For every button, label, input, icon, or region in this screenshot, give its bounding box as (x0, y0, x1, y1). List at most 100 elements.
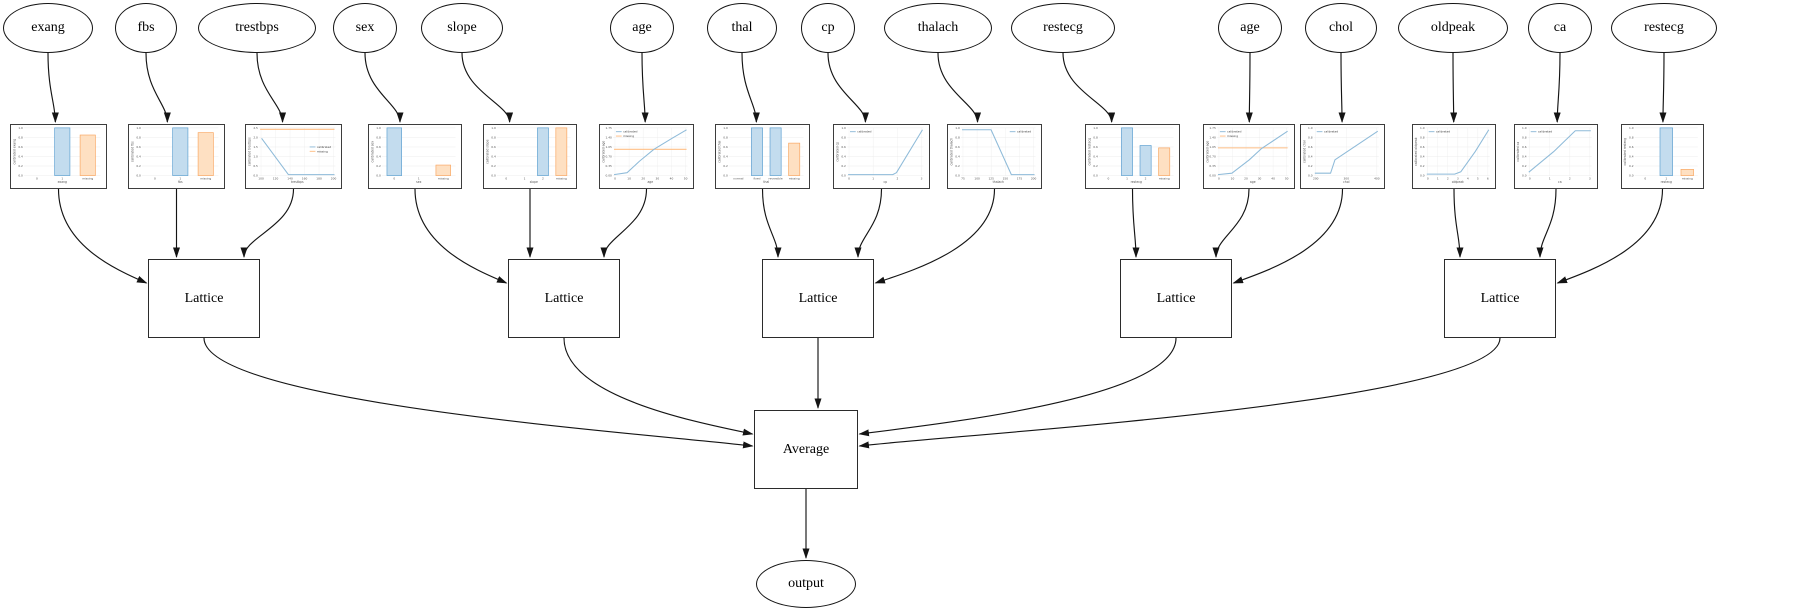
calibrated-line (1426, 129, 1490, 175)
feature-label: cp (821, 20, 835, 35)
y-tick-label: 0.70 (605, 155, 612, 159)
x-tick-label: 0 (1427, 177, 1429, 181)
x-tick-label: 1 (1126, 177, 1128, 181)
y-tick-label: 0.2 (1629, 164, 1634, 168)
y-tick-label: 0.8 (1308, 135, 1313, 139)
calibrated-line (261, 138, 335, 176)
x-tick-label: 2 (1447, 177, 1449, 181)
feature-node-thalach: thalach (884, 3, 992, 53)
feature-label: exang (31, 20, 65, 35)
x-tick-label: 2 (542, 177, 544, 181)
lattice-box: Lattice (1444, 259, 1556, 338)
edge-arrow (937, 52, 982, 123)
y-axis-label: calibrated fbs (131, 141, 135, 162)
lattice-label: Lattice (1480, 290, 1520, 306)
y-tick-label: 0.0 (1522, 174, 1527, 178)
missing-bar (435, 164, 451, 176)
y-tick-label: 1.0 (723, 126, 728, 130)
missing-bar (1158, 147, 1171, 176)
edge-arrow (1450, 52, 1458, 123)
x-tick-label: 40 (670, 177, 674, 181)
y-tick-label: 0.2 (1420, 164, 1425, 168)
y-tick-label: 0.2 (136, 164, 141, 168)
calibrated-line (1314, 130, 1379, 174)
x-tick-label: 0 (848, 177, 850, 181)
lattice-box: Lattice (762, 259, 874, 338)
x-tick-label: 20 (641, 177, 645, 181)
y-tick-label: 0.0 (253, 174, 258, 178)
y-tick-label: 1.05 (605, 145, 612, 149)
legend-label-calibrated: calibrated (623, 130, 638, 134)
y-tick-label: 1.0 (1308, 126, 1313, 130)
y-tick-label: 1.0 (1093, 126, 1098, 130)
x-tick-label: 1 (179, 177, 181, 181)
x-tick-label: 200 (1313, 177, 1319, 181)
x-axis-label: restecg (1131, 180, 1142, 184)
x-tick-label: 0 (393, 177, 395, 181)
x-tick-label: 1 (524, 177, 526, 181)
calibrated-bar (1139, 145, 1152, 176)
feature-label: ca (1553, 20, 1567, 35)
edge-arrow (145, 52, 171, 123)
edge-arrow (1062, 52, 1116, 123)
x-tick-label: 180 (316, 177, 322, 181)
y-tick-label: 0.6 (491, 145, 496, 149)
edge-arrow (364, 52, 404, 123)
x-tick-label: 10 (1231, 177, 1235, 181)
edge-arrow (1453, 188, 1464, 258)
average-label: Average (782, 441, 830, 457)
x-tick-label: 3 (921, 177, 923, 181)
edge-arrow (600, 188, 648, 258)
missing-bar (788, 142, 801, 176)
x-tick-label: 175 (1017, 177, 1023, 181)
x-tick-label: 3 (1457, 177, 1459, 181)
feature-node-age: age (1218, 3, 1282, 53)
y-tick-label: 2.5 (253, 126, 258, 130)
feature-label: restecg (1043, 20, 1083, 35)
x-tick-label: 3 (1589, 177, 1591, 181)
x-tick-label: fixed (754, 177, 761, 181)
y-tick-label: 0.6 (18, 145, 23, 149)
x-tick-label: missing (1159, 177, 1170, 181)
calibrated-bar (386, 127, 402, 176)
feature-node-age: age (610, 3, 674, 53)
calibrated-bar (537, 127, 549, 176)
y-axis-label: calibrated thal (718, 141, 722, 163)
feature-node-oldpeak: oldpeak (1398, 3, 1508, 53)
edge-arrow (827, 52, 869, 123)
x-tick-label: 2 (1145, 177, 1147, 181)
x-tick-label: 150 (1003, 177, 1009, 181)
x-tick-label: 100 (974, 177, 980, 181)
y-tick-label: 0.0 (723, 174, 728, 178)
y-tick-label: 0.2 (376, 164, 381, 168)
output-label: output (788, 576, 824, 591)
x-tick-label: missing (438, 177, 449, 181)
edge-arrow (641, 52, 649, 123)
x-tick-label: 0 (505, 177, 507, 181)
edge-arrow (256, 52, 287, 123)
x-tick-label: 30 (656, 177, 660, 181)
y-tick-label: 0.8 (136, 135, 141, 139)
lattice-box: Lattice (148, 259, 260, 338)
y-tick-label: 0.2 (1522, 164, 1527, 168)
y-tick-label: 0.0 (1420, 174, 1425, 178)
x-axis-label: thalach (993, 180, 1004, 184)
x-tick-label: 200 (1031, 177, 1037, 181)
y-tick-label: 0.0 (1093, 174, 1098, 178)
x-tick-label: 40 (1271, 177, 1275, 181)
x-tick-label: 0 (1644, 177, 1646, 181)
y-tick-label: 0.0 (491, 174, 496, 178)
edge-arrow (1131, 188, 1140, 258)
y-tick-label: 0.6 (1522, 145, 1527, 149)
x-tick-label: 120 (273, 177, 279, 181)
lattice-label: Lattice (798, 290, 838, 306)
x-tick-label: 0 (36, 177, 38, 181)
y-tick-label: 0.6 (1308, 145, 1313, 149)
feature-node-thal: thal (707, 3, 777, 53)
